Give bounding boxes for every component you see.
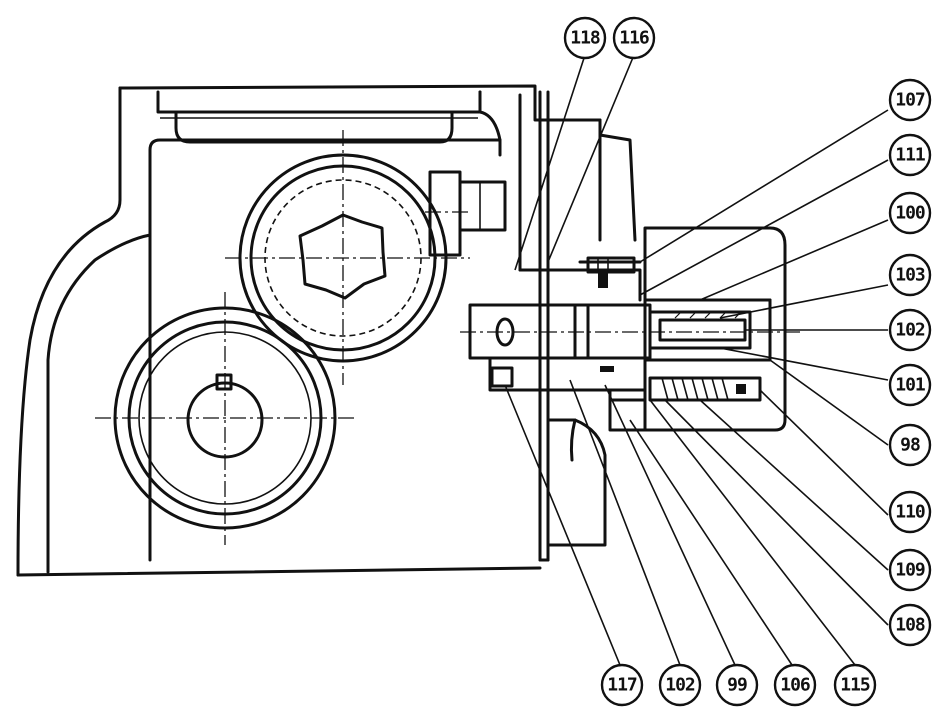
leader-lines bbox=[504, 54, 889, 666]
callout-100: 100 bbox=[888, 191, 932, 235]
svg-text:108: 108 bbox=[895, 615, 925, 636]
callout-116: 116 bbox=[612, 16, 656, 60]
callout-99: 99 bbox=[715, 663, 759, 707]
svg-text:101: 101 bbox=[895, 375, 925, 396]
svg-text:98: 98 bbox=[900, 435, 920, 456]
svg-text:111: 111 bbox=[895, 145, 925, 166]
shaft-assembly bbox=[460, 226, 800, 432]
callout-108: 108 bbox=[888, 603, 932, 647]
svg-text:103: 103 bbox=[895, 265, 925, 286]
callout-109: 109 bbox=[888, 548, 932, 592]
housing bbox=[16, 84, 637, 577]
svg-text:99: 99 bbox=[727, 675, 747, 696]
callout-103: 103 bbox=[888, 253, 932, 297]
callout-110: 110 bbox=[888, 490, 932, 534]
callout-106: 106 bbox=[773, 663, 817, 707]
upper-gear bbox=[225, 130, 470, 385]
callout-107: 107 bbox=[888, 78, 932, 122]
callout-115: 115 bbox=[833, 663, 877, 707]
callout-102: 102 bbox=[888, 308, 932, 352]
callout-101: 101 bbox=[888, 363, 932, 407]
callout-118: 118 bbox=[563, 16, 607, 60]
svg-text:102: 102 bbox=[895, 320, 925, 341]
svg-text:117: 117 bbox=[607, 675, 637, 696]
callout-111: 111 bbox=[888, 133, 932, 177]
svg-text:102: 102 bbox=[665, 675, 695, 696]
svg-text:100: 100 bbox=[895, 203, 925, 224]
svg-text:106: 106 bbox=[780, 675, 810, 696]
svg-text:116: 116 bbox=[619, 28, 649, 49]
callout-102-bottom: 102 bbox=[658, 663, 702, 707]
lower-gear bbox=[95, 292, 355, 545]
callout-98: 98 bbox=[888, 423, 932, 467]
svg-text:115: 115 bbox=[840, 675, 870, 696]
svg-text:109: 109 bbox=[895, 560, 925, 581]
callout-117: 117 bbox=[600, 663, 644, 707]
svg-text:118: 118 bbox=[570, 28, 600, 49]
svg-text:110: 110 bbox=[895, 502, 925, 523]
svg-text:107: 107 bbox=[895, 90, 925, 111]
